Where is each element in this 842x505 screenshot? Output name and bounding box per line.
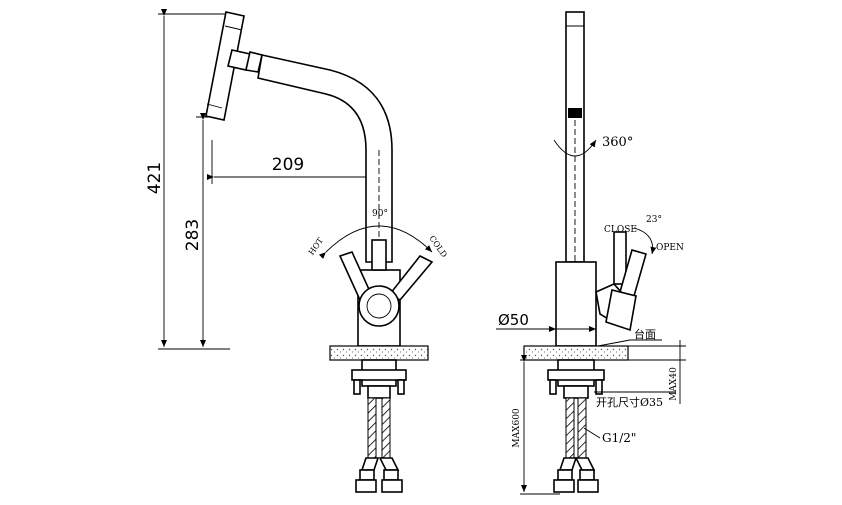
rotation-angle-label: 90° [372, 209, 388, 219]
max-hose-label: MAX600 [512, 408, 522, 448]
open-label: OPEN [656, 243, 684, 253]
left-faucet-body [338, 239, 434, 347]
left-hoses [355, 397, 403, 493]
hot-label: HOT [307, 236, 326, 257]
height-spout-label: 283 [183, 219, 203, 251]
right-hoses [553, 397, 599, 493]
hole-size-label: 开孔尺寸Ø35 [596, 395, 663, 409]
dimension-max-thickness: MAX40 [628, 340, 686, 404]
close-label: CLOSE [604, 225, 637, 235]
handle-angle-label: 23° [646, 215, 662, 225]
left-view: 421 283 209 [145, 9, 449, 493]
height-total-label: 421 [145, 162, 165, 194]
cold-label: COLD [427, 234, 448, 259]
right-mount [547, 359, 605, 399]
reach-label: 209 [272, 155, 304, 175]
right-handle-angle: CLOSE 23° OPEN [604, 215, 684, 255]
right-faucet-body [555, 231, 647, 347]
dimension-height-total: 421 [145, 9, 230, 350]
dimension-reach: 209 [207, 140, 379, 200]
max-thickness-label: MAX40 [669, 367, 679, 401]
body-diameter-label: Ø50 [498, 311, 529, 329]
swivel-angle-label: 360° [602, 135, 633, 150]
countertop-label: 台面 [634, 327, 656, 341]
dimension-height-spout: 283 [183, 113, 215, 347]
right-view: 360° CLOSE 23° OPEN Ø50 台面 [496, 11, 686, 495]
thread-label: G1/2" [602, 431, 636, 445]
right-countertop [523, 345, 629, 361]
left-mount [351, 359, 407, 399]
right-swivel-indicator: 360° [553, 135, 633, 157]
left-countertop [329, 345, 429, 361]
dimension-body-diameter: Ø50 [496, 311, 596, 332]
right-spout [565, 11, 585, 263]
dimension-max-hose: MAX600 [512, 355, 564, 495]
left-spout-tip [205, 11, 263, 121]
